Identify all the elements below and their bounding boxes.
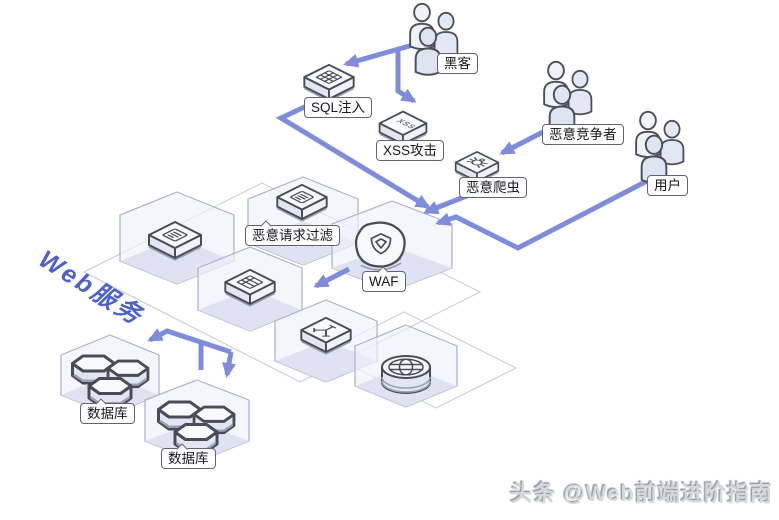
crawler-bug-cube-icon bbox=[454, 151, 500, 184]
arrow-competitor-to-crawler bbox=[499, 128, 547, 156]
crawler-label: 恶意爬虫 bbox=[459, 177, 527, 198]
server-2-cube-icon bbox=[224, 268, 276, 307]
load-balancer-cube-icon bbox=[300, 316, 352, 355]
flow-arrows bbox=[147, 38, 649, 378]
arrow-branch-to-db1 bbox=[147, 328, 232, 355]
watermark-text: 头条 @Web前端进阶指南 bbox=[510, 481, 773, 506]
waf-label: WAF bbox=[362, 271, 406, 292]
user-label: 用户 bbox=[647, 175, 688, 196]
xss-attack-label: XSS攻击 bbox=[376, 140, 445, 161]
sql-injection-cube-icon bbox=[303, 63, 355, 102]
competitor-label: 恶意竞争者 bbox=[542, 124, 624, 145]
arrow-waf-to-services bbox=[313, 266, 351, 289]
user-people-icon bbox=[635, 110, 685, 184]
database-1-label: 数据库 bbox=[80, 403, 135, 424]
arrow-user-to-waf bbox=[435, 178, 649, 251]
server-1-cube-icon bbox=[148, 221, 202, 261]
xss-glyph-text: XSS bbox=[394, 118, 418, 130]
competitor-people-icon bbox=[543, 60, 593, 134]
globe-cylinder-icon bbox=[381, 355, 431, 394]
request-filter-cube-icon bbox=[276, 183, 328, 222]
arrow-hacker-to-xss bbox=[395, 50, 417, 104]
request-filter-label: 恶意请求过滤 bbox=[245, 225, 340, 246]
xss-attack-cube-icon: XSS bbox=[378, 110, 428, 147]
arrow-branch-to-db2 bbox=[222, 351, 236, 378]
sql-injection-label: SQL注入 bbox=[304, 97, 373, 118]
database-2-label: 数据库 bbox=[161, 448, 216, 469]
hacker-label: 黑客 bbox=[437, 53, 478, 74]
